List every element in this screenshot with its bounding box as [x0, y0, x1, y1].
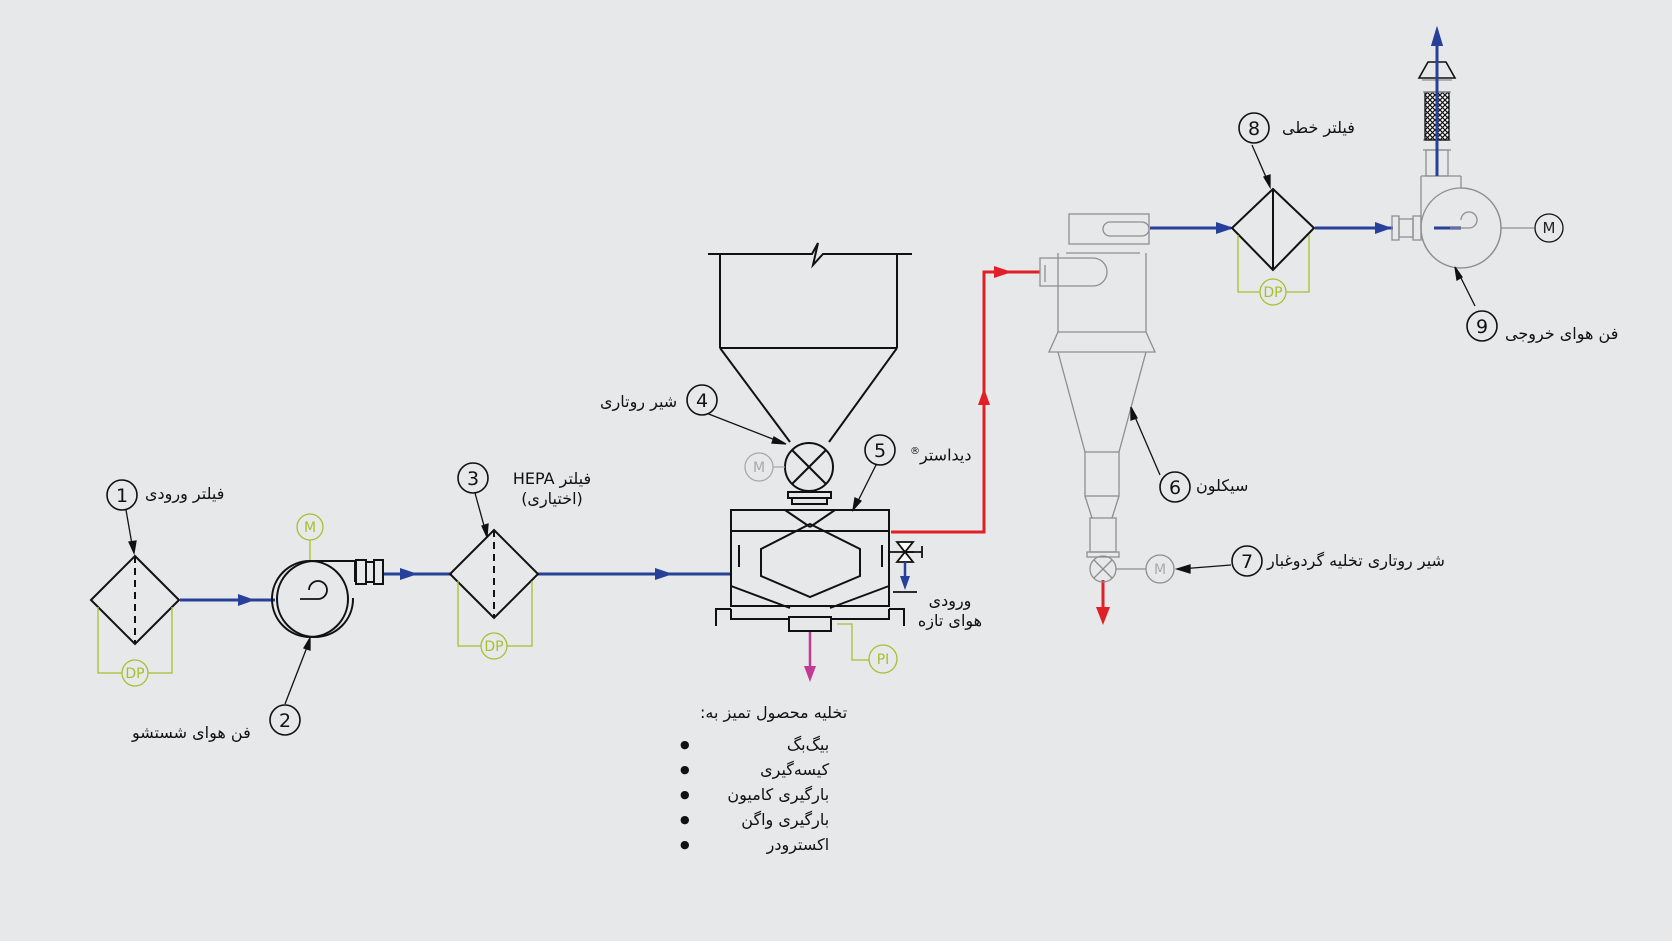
cyclone: [1039, 213, 1175, 584]
wash-fan: [271, 513, 384, 638]
hopper: [708, 242, 912, 443]
didaster-unit: [715, 509, 905, 632]
discharge-item: کیسه‌گیری: [680, 757, 829, 782]
callout-5: 5: [874, 440, 886, 462]
product-discharge-pipe: [804, 631, 816, 682]
discharge-item: بارگیری واگن: [680, 807, 829, 832]
motor-2: M: [304, 520, 316, 536]
label-hepa-filter: فیلتر HEPA (اختیاری): [496, 469, 608, 509]
callout-4: 4: [696, 390, 708, 412]
callout-circles: [106, 112, 1498, 736]
callout-3: 3: [467, 468, 479, 490]
label-rotary-valve: شیر روتاری: [600, 392, 678, 411]
rain-cap: [1417, 61, 1457, 79]
dp-gauge-3: DP: [484, 639, 503, 655]
flow-arrows-blue: [238, 26, 1443, 606]
callout-9: 9: [1476, 316, 1488, 338]
pressure-indicator: PI: [837, 623, 898, 674]
registered-mark: ®: [910, 446, 920, 457]
label-dust-rotary-valve: شیر روتاری تخلیه گردوغبار: [1267, 551, 1445, 570]
discharge-item: بیگ‌بگ: [680, 732, 829, 757]
inline-filter: DP: [1230, 187, 1316, 306]
dp-gauge-1: DP: [125, 666, 144, 682]
discharge-item: بارگیری کامیون: [680, 782, 829, 807]
rotary-valve-4: [744, 442, 834, 505]
hepa-filter: DP: [448, 528, 540, 660]
motor-7: M: [1154, 562, 1166, 578]
callout-1: 1: [116, 485, 128, 507]
callout-7: 7: [1241, 551, 1253, 573]
label-exhaust-fan: فن هوای خروجی: [1505, 324, 1619, 343]
discharge-title: تخلیه محصول تمیز به:: [700, 703, 848, 722]
callout-2: 2: [279, 710, 291, 732]
callout-6: 6: [1169, 477, 1181, 499]
fresh-air-valve: [889, 541, 923, 593]
dust-laden-air-pipe: [891, 270, 1105, 610]
label-inlet-filter: فیلتر ورودی: [145, 484, 225, 503]
inlet-filter: DP: [89, 554, 181, 687]
label-inline-filter: فیلتر خطی: [1282, 118, 1355, 137]
label-hepa-line1: فیلتر HEPA: [512, 469, 592, 488]
discharge-items: بیگ‌بگ کیسه‌گیری بارگیری کامیون بارگیری …: [680, 732, 847, 857]
dp-gauge-8: DP: [1263, 285, 1282, 301]
label-cyclone: سیکلون: [1196, 476, 1249, 495]
pi-gauge: PI: [877, 652, 890, 668]
didaster-text: دیداستر: [920, 445, 972, 465]
flow-arrows-red: [978, 266, 1110, 625]
discharge-item: اکسترودر: [680, 832, 829, 857]
product-discharge-list: تخلیه محصول تمیز به: بیگ‌بگ کیسه‌گیری با…: [680, 703, 848, 857]
exhaust-fan: [1391, 79, 1564, 269]
motor-4: M: [753, 460, 765, 476]
label-didaster: دیداستر®: [910, 442, 971, 465]
callout-8: 8: [1248, 118, 1260, 140]
label-wash-fan: فن هوای شستشو: [132, 723, 251, 742]
label-fresh-air-inlet: ورودی هوای تازه: [917, 591, 983, 630]
leader-lines: [125, 144, 1476, 705]
motor-9: M: [1543, 219, 1556, 237]
label-hepa-line2: (اختیاری): [521, 489, 583, 508]
